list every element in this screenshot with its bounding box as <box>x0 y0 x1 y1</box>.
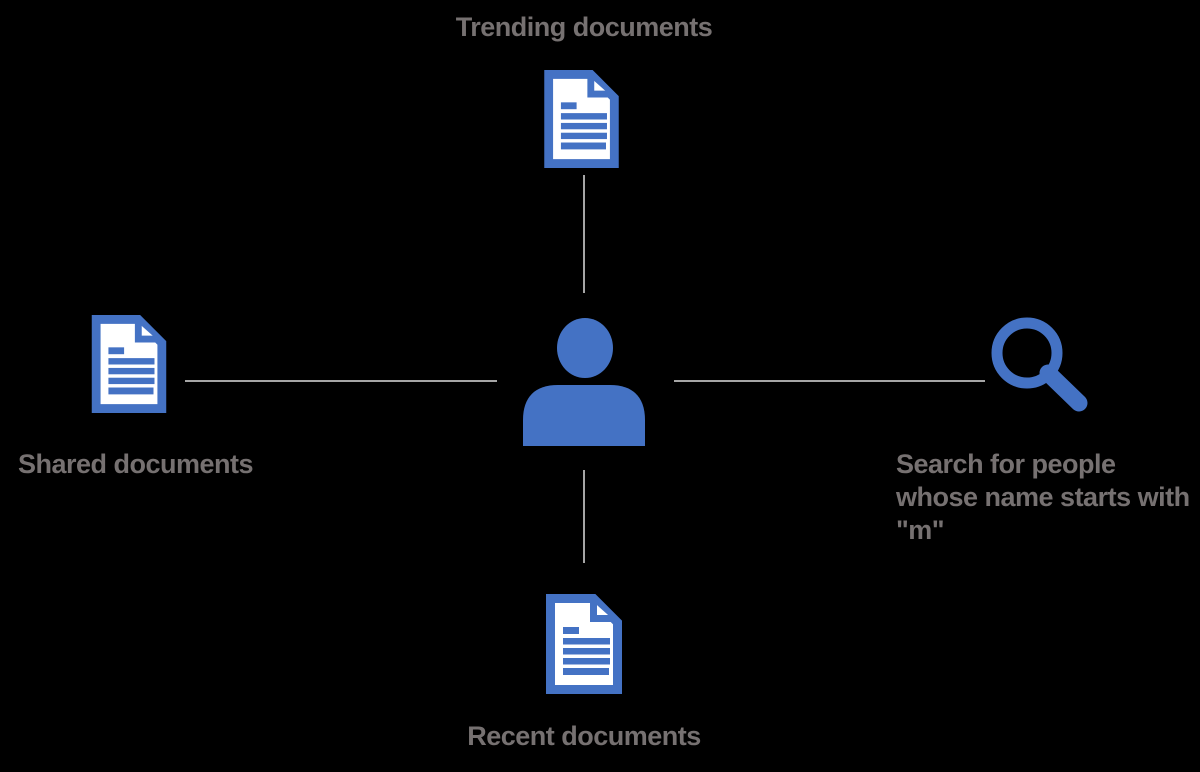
connector-top <box>583 175 585 293</box>
label-trending-documents: Trending documents <box>455 12 713 42</box>
document-icon <box>90 315 168 413</box>
search-icon <box>987 313 1091 417</box>
label-search-people: Search for people whose name starts with… <box>896 449 1190 545</box>
label-shared-documents: Shared documents <box>18 449 254 479</box>
connector-left <box>185 380 497 382</box>
person-icon <box>523 318 645 446</box>
document-icon <box>545 594 623 694</box>
connector-right <box>674 380 985 382</box>
connector-bottom <box>583 470 585 563</box>
label-recent-documents: Recent documents <box>467 721 701 751</box>
document-icon <box>544 70 619 168</box>
